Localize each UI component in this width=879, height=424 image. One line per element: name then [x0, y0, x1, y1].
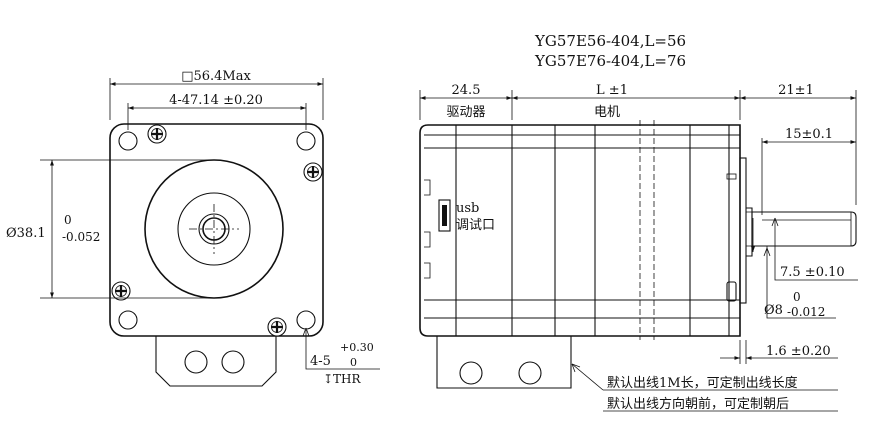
side-connector — [436, 336, 572, 389]
cable-note-length: 默认出线1M长，可定制出线长度 — [607, 375, 798, 391]
connector-housing — [155, 336, 277, 387]
dim-shaft-dia: Ø8 — [764, 303, 783, 318]
extension-line — [739, 340, 747, 364]
connector-pin — [221, 350, 245, 374]
dim-motor-length: L ±1 — [596, 83, 628, 98]
section-lines — [689, 125, 730, 336]
model-title-line-1: YG57E56-404,L=56 — [534, 32, 686, 50]
thread-note: ↧THR — [323, 372, 362, 386]
dim-flange-width: □56.4Max — [181, 69, 251, 84]
pilot-inner-circle — [177, 192, 251, 266]
leader-line — [774, 220, 858, 281]
mounting-hole-br — [296, 310, 316, 330]
dim-tapped-hole: 4-5 — [310, 354, 331, 369]
pilot-outer-circle — [144, 159, 284, 299]
section-lines — [455, 125, 596, 336]
flange-plate — [739, 157, 747, 304]
dim-pilot-tol-upper: 0 — [64, 213, 72, 227]
leader-line — [305, 330, 380, 370]
break-lines — [639, 120, 655, 340]
model-title-line-2: YG57E76-404,L=76 — [534, 52, 686, 70]
dim-shaft-tol-upper: 0 — [793, 290, 801, 304]
extension-line — [40, 159, 214, 299]
note-leader — [571, 363, 604, 391]
dim-tapped-tol-lower: 0 — [350, 356, 357, 369]
dim-flat-depth: 7.5 ±0.10 — [780, 265, 845, 280]
leader-line — [766, 246, 836, 319]
connector-pin — [184, 350, 208, 374]
dim-driver-length: 24.5 — [452, 83, 481, 98]
screw-head-icon — [267, 317, 287, 337]
dim-flat-length: 15±0.1 — [785, 127, 833, 142]
mounting-hole-tl — [118, 131, 138, 151]
driver-label: 驱动器 — [446, 105, 485, 120]
extension-line — [419, 90, 513, 120]
shaft — [751, 211, 857, 247]
motor-label: 电机 — [594, 105, 620, 120]
screw-head-icon — [147, 124, 167, 144]
motor-body — [419, 124, 741, 337]
dim-hole-spacing: 4-47.14 ±0.20 — [169, 93, 263, 108]
dim-tapped-tol-upper: +0.30 — [340, 341, 374, 354]
dim-pilot-tol-lower: -0.052 — [62, 230, 100, 244]
mounting-hole-bl — [118, 310, 138, 330]
usb-port-inner — [442, 205, 447, 226]
center-mark — [189, 204, 239, 254]
screw-head-icon — [111, 281, 131, 301]
connector-pin — [518, 361, 542, 385]
screw-head-icon — [303, 162, 323, 182]
body-chamfer-lines — [424, 134, 740, 319]
dim-boss-height: 1.6 ±0.20 — [766, 344, 831, 359]
dim-pilot-dia: Ø38.1 — [6, 226, 46, 241]
connector-pin — [459, 361, 483, 385]
side-slot — [726, 281, 737, 302]
usb-port — [438, 199, 451, 232]
front-view: □56.4Max 4-47.14 ±0.20 Ø38.1 0 -0.052 4-… — [6, 69, 380, 387]
driver-fins — [424, 179, 431, 279]
usb-label: usb — [456, 201, 479, 216]
dim-shaft-length: 21±1 — [778, 83, 814, 98]
cable-note-direction: 默认出线方向朝前，可定制朝后 — [607, 396, 789, 412]
usb-port-label: 调试口 — [456, 218, 495, 233]
mounting-hole-tr — [296, 131, 316, 151]
model-title: YG57E56-404,L=56 YG57E76-404,L=76 — [534, 32, 686, 70]
flange-outline — [109, 123, 324, 337]
side-view: usb 调试口 24.5 驱动器 L ±1 电机 21±1 15±0 — [419, 83, 858, 412]
dim-shaft-tol-lower: -0.012 — [787, 305, 825, 319]
pilot-boss — [746, 207, 753, 257]
